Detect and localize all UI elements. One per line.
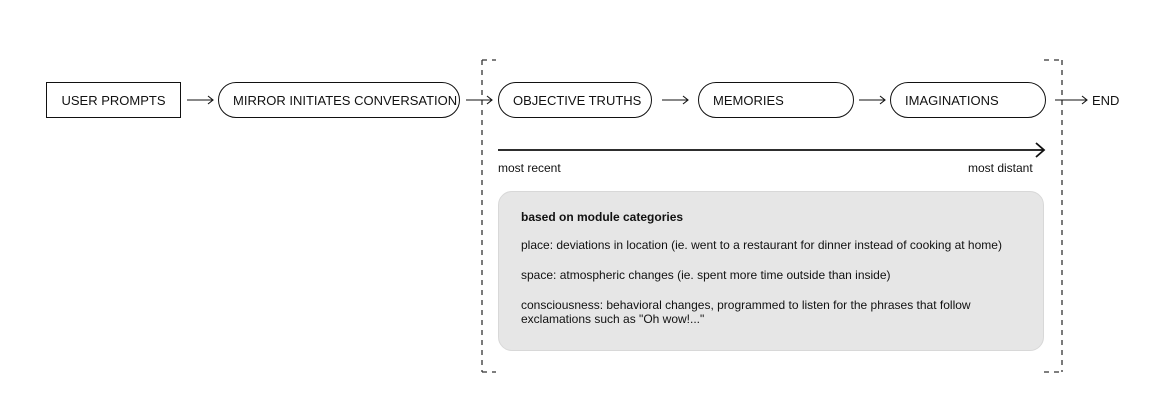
end-label: END [1092,93,1120,108]
module-categories-note: based on module categories place: deviat… [498,191,1044,351]
mirror-label: MIRROR INITIATES CONVERSATION [233,92,458,108]
note-line-space: space: atmospheric changes (ie. spent mo… [521,268,891,282]
memories-node: MEMORIES [698,82,854,118]
timeline-start-label: most recent [498,161,561,175]
user-prompts-label: USER PROMPTS [61,92,166,108]
timeline-end-label: most distant [968,161,1033,175]
arrow-memories-to-imaginations [859,95,886,105]
objective-truths-node: OBJECTIVE TRUTHS [498,82,652,118]
note-line-consciousness: consciousness: behavioral changes, progr… [521,298,971,326]
memories-label: MEMORIES [713,92,784,108]
objective-truths-label: OBJECTIVE TRUTHS [513,92,642,108]
imaginations-node: IMAGINATIONS [890,82,1046,118]
arrow-imaginations-to-end [1055,95,1088,105]
module-group-bracket [481,59,1063,373]
mirror-node: MIRROR INITIATES CONVERSATION [218,82,460,118]
arrow-user-to-mirror [187,95,214,105]
arrow-mirror-to-truths [466,95,493,105]
arrow-truths-to-memories [662,95,689,105]
imaginations-label: IMAGINATIONS [905,92,999,108]
timeline-arrow [498,142,1046,158]
note-title: based on module categories [521,210,684,224]
user-prompts-node: USER PROMPTS [46,82,181,118]
note-line-place: place: deviations in location (ie. went … [521,238,1002,252]
